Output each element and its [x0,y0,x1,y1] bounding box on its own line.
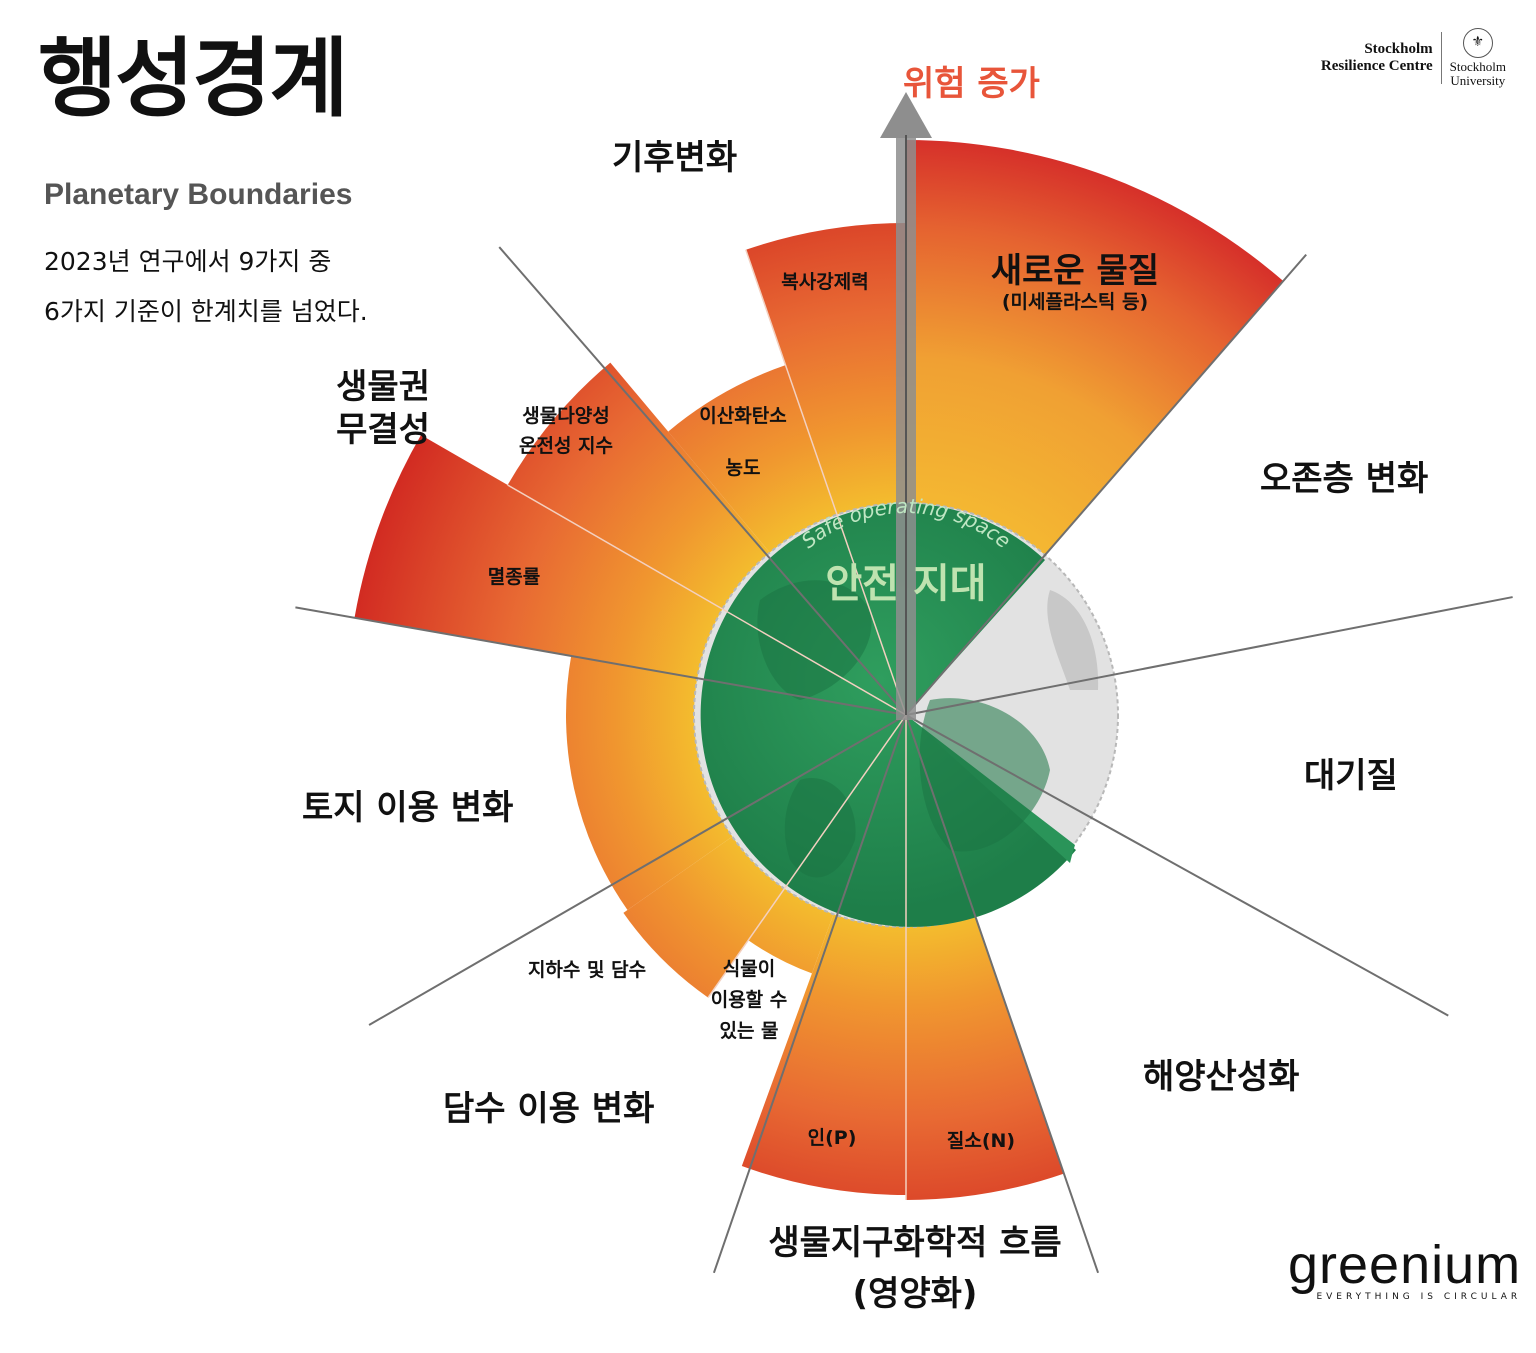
divider-line-8 [498,246,907,716]
sub-divider-line-2 [507,484,907,716]
page-title: 행성경계 [38,29,348,129]
university-seal-icon: ⚜ [1462,28,1493,58]
sublabel-co2-line1: 이산화탄소 [699,405,786,427]
category-biogeochemical: 생물지구화학적 흐름 (영양화) [768,1223,1062,1314]
category-freshwater: 담수 이용 변화 [443,1089,655,1129]
divider-line-7 [295,606,907,716]
sublabel-bii-line2: 온전성 지수 [519,435,613,457]
divider-line-4 [905,714,1100,1274]
sublabel-green-line3: 있는 물 [719,1020,778,1042]
continent-shapes [757,580,1050,878]
divider-line-5 [712,714,907,1274]
sub-divider-line-1 [745,249,907,716]
divider-line-6 [368,714,907,1026]
stockholm-university-logo: ⚜ Stockholm University [1450,28,1506,88]
sublabel-bii-line1: 생물다양성 [522,405,609,427]
divider-line-2 [905,596,1513,716]
description-line-2: 6가지 기준이 한계치를 넘었다. [44,297,368,326]
page-subtitle: Planetary Boundaries [44,178,353,211]
safe-zone-upper-right [906,503,1045,715]
risk-arrow [880,92,932,720]
description-line-1: 2023년 연구에서 9가지 중 [44,247,332,276]
category-novel-entities: 새로운 물질 (미세플라스틱 등) [990,251,1160,313]
credit-divider [1440,32,1442,84]
sublabel-co2-line2: 농도 [726,457,761,479]
divider-line-3 [905,714,1449,1017]
sublabel-blue-water: 지하수 및 담수 [528,959,646,981]
sub-divider-line-3 [707,714,907,999]
sublabel-green-line1: 식물이 [723,958,775,980]
sublabel-extinction: 멸종률 [488,566,540,588]
safe-zone-korean: 안전 지대 [825,561,986,607]
category-biosphere: 생물권 무결성 [336,367,430,450]
sublabel-nitrogen: 질소(N) [947,1130,1015,1152]
category-aerosol: 대기질 [1304,756,1398,796]
risk-increase-label: 위험 증가 [903,64,1040,104]
category-ocean-acidification: 해양산성화 [1143,1057,1300,1097]
stockholm-resilience-centre-logo: Stockholm Resilience Centre [1320,41,1433,74]
land-shapes-grey [1047,590,1099,690]
source-credit: Stockholm Resilience Centre ⚜ Stockholm … [1321,28,1506,88]
category-land-use: 토지 이용 변화 [302,788,514,828]
divider-line-1 [905,253,1307,716]
sublabel-radiative: 복사강제력 [781,271,868,293]
sublabel-phosphorus: 인(P) [808,1127,857,1149]
sublabel-green-line2: 이용할 수 [711,988,788,1011]
divider-lines [295,246,1513,1274]
greenium-logo: greenium EVERYTHING IS CIRCULAR [1288,1235,1522,1302]
category-ozone: 오존층 변화 [1260,459,1429,499]
category-climate-change: 기후변화 [612,138,738,178]
